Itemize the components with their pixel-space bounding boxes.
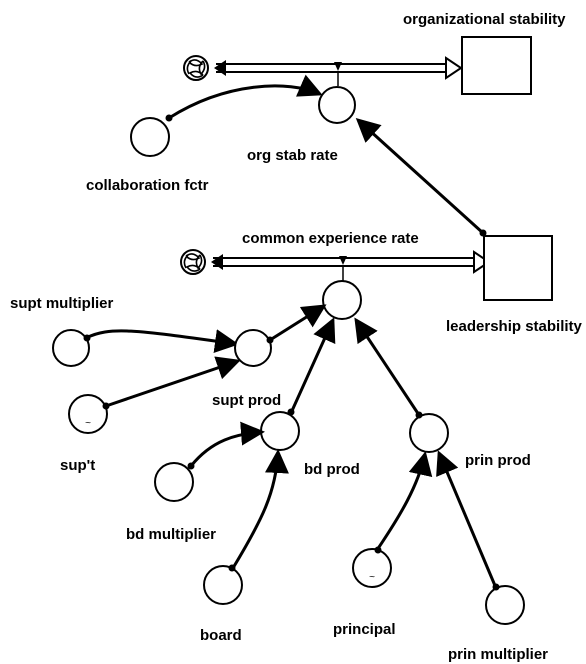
principal-label: principal: [333, 621, 396, 638]
org-stab-rate-label: org stab rate: [247, 147, 338, 164]
organizational-stability-stock[interactable]: [461, 36, 532, 95]
leadership-to-org-stab-link: [355, 117, 485, 235]
leadership-stability-stock[interactable]: [483, 235, 553, 301]
bd-prod-label: bd prod: [304, 461, 360, 478]
prin-prod-label: prin prod: [465, 452, 531, 469]
cloud-icon: [180, 249, 206, 275]
supt-multiplier-node[interactable]: [52, 329, 90, 367]
collaboration-fctr-node[interactable]: [130, 117, 170, 157]
supt-node[interactable]: [68, 394, 108, 434]
organizational-stability-label: organizational stability: [403, 11, 566, 28]
common-experience-rate-pipe: [211, 250, 491, 282]
cloud-icon: [183, 55, 209, 81]
supt-label: sup't: [60, 457, 95, 474]
supt-multiplier-to-supt-prod-link: [85, 329, 239, 353]
supt-prod-label: supt prod: [212, 392, 281, 409]
collaboration-fctr-label: collaboration fctr: [86, 177, 209, 194]
bd-multiplier-node[interactable]: [154, 462, 194, 502]
svg-text:~: ~: [85, 418, 91, 429]
supt-prod-node[interactable]: [234, 329, 272, 367]
bd-multiplier-to-bd-prod-link: [189, 421, 265, 467]
collaboration-to-org-stab-link: [168, 74, 323, 120]
supt-prod-to-common-experience-link: [269, 304, 327, 342]
org-stab-rate-node[interactable]: [318, 86, 356, 124]
common-experience-rate-label: common experience rate: [242, 230, 419, 247]
prin-prod-to-common-experience-link: [354, 317, 421, 416]
board-label: board: [200, 627, 242, 644]
bd-multiplier-label: bd multiplier: [126, 526, 216, 543]
principal-node[interactable]: [352, 548, 392, 588]
svg-text:~: ~: [369, 572, 375, 583]
org-stab-rate-pipe: [214, 56, 463, 86]
principal-to-prin-prod-link: [375, 451, 433, 551]
supt-to-supt-prod-link: [105, 356, 241, 408]
bd-prod-node[interactable]: [260, 411, 300, 451]
prin-multiplier-node[interactable]: [485, 585, 525, 625]
prin-multiplier-label: prin multiplier: [448, 646, 548, 663]
board-to-bd-prod-link: [231, 449, 289, 569]
prin-prod-node[interactable]: [409, 413, 449, 453]
board-node[interactable]: [203, 565, 243, 605]
common-experience-rate-node[interactable]: [322, 280, 362, 320]
leadership-stability-label: leadership stability: [446, 318, 583, 335]
bd-prod-to-common-experience-link: [289, 317, 336, 414]
supt-multiplier-label: supt multiplier: [10, 295, 114, 312]
prin-multiplier-to-prin-prod-link: [436, 450, 498, 589]
